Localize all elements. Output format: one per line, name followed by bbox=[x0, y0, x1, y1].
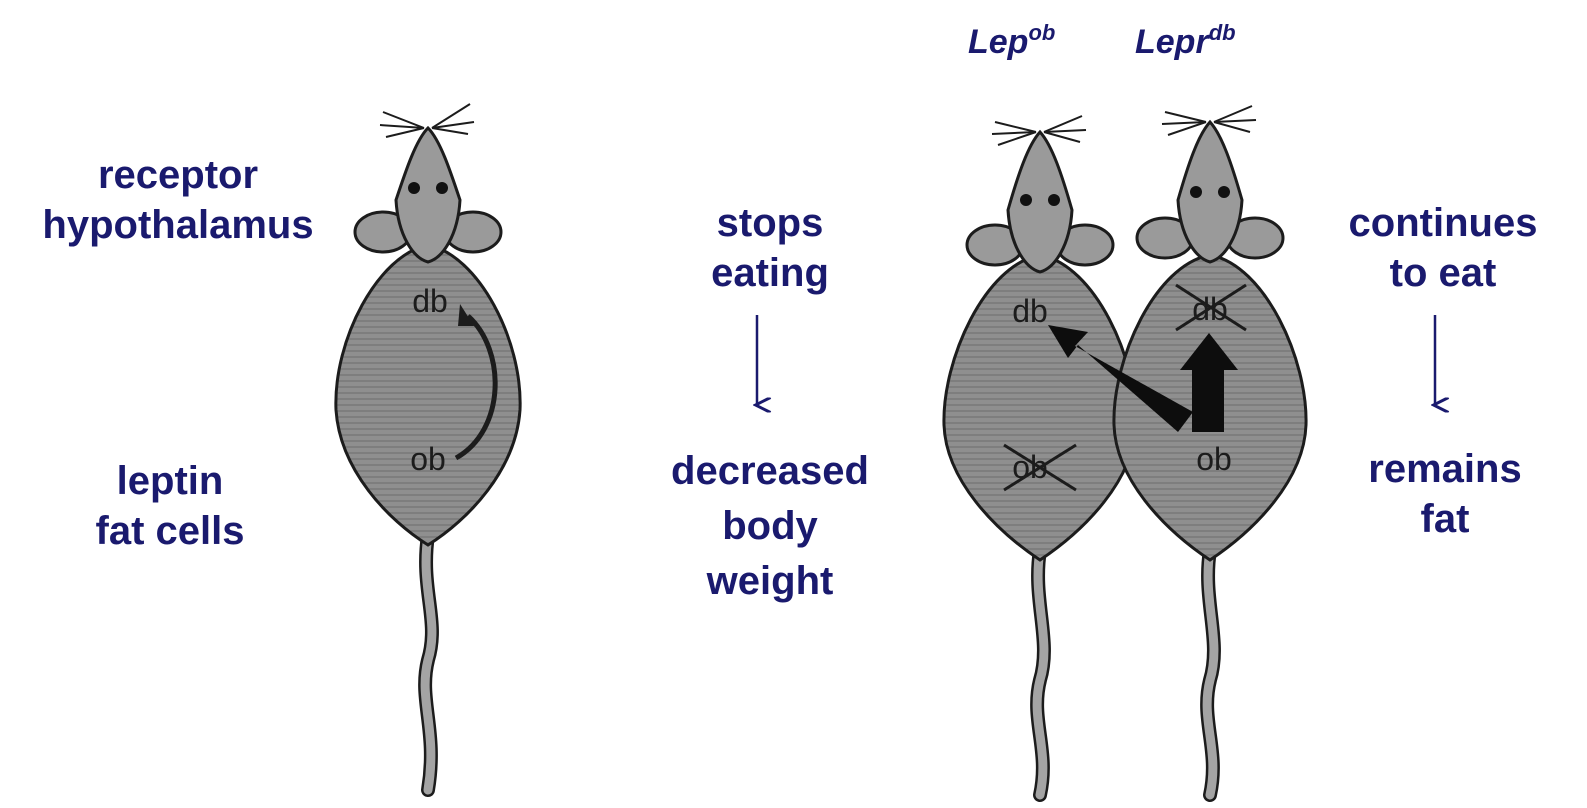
lepr-mutant-mouse: db ob bbox=[1114, 106, 1306, 795]
lepr-mutant-ob-text: ob bbox=[1196, 441, 1232, 477]
normal-db-text: db bbox=[412, 283, 448, 319]
normal-ob-text: ob bbox=[410, 441, 446, 477]
lep-mutant-db-text: db bbox=[1012, 293, 1048, 329]
lep-mutant-mouse: db ob bbox=[944, 116, 1136, 795]
normal-mouse: db ob bbox=[336, 104, 520, 790]
